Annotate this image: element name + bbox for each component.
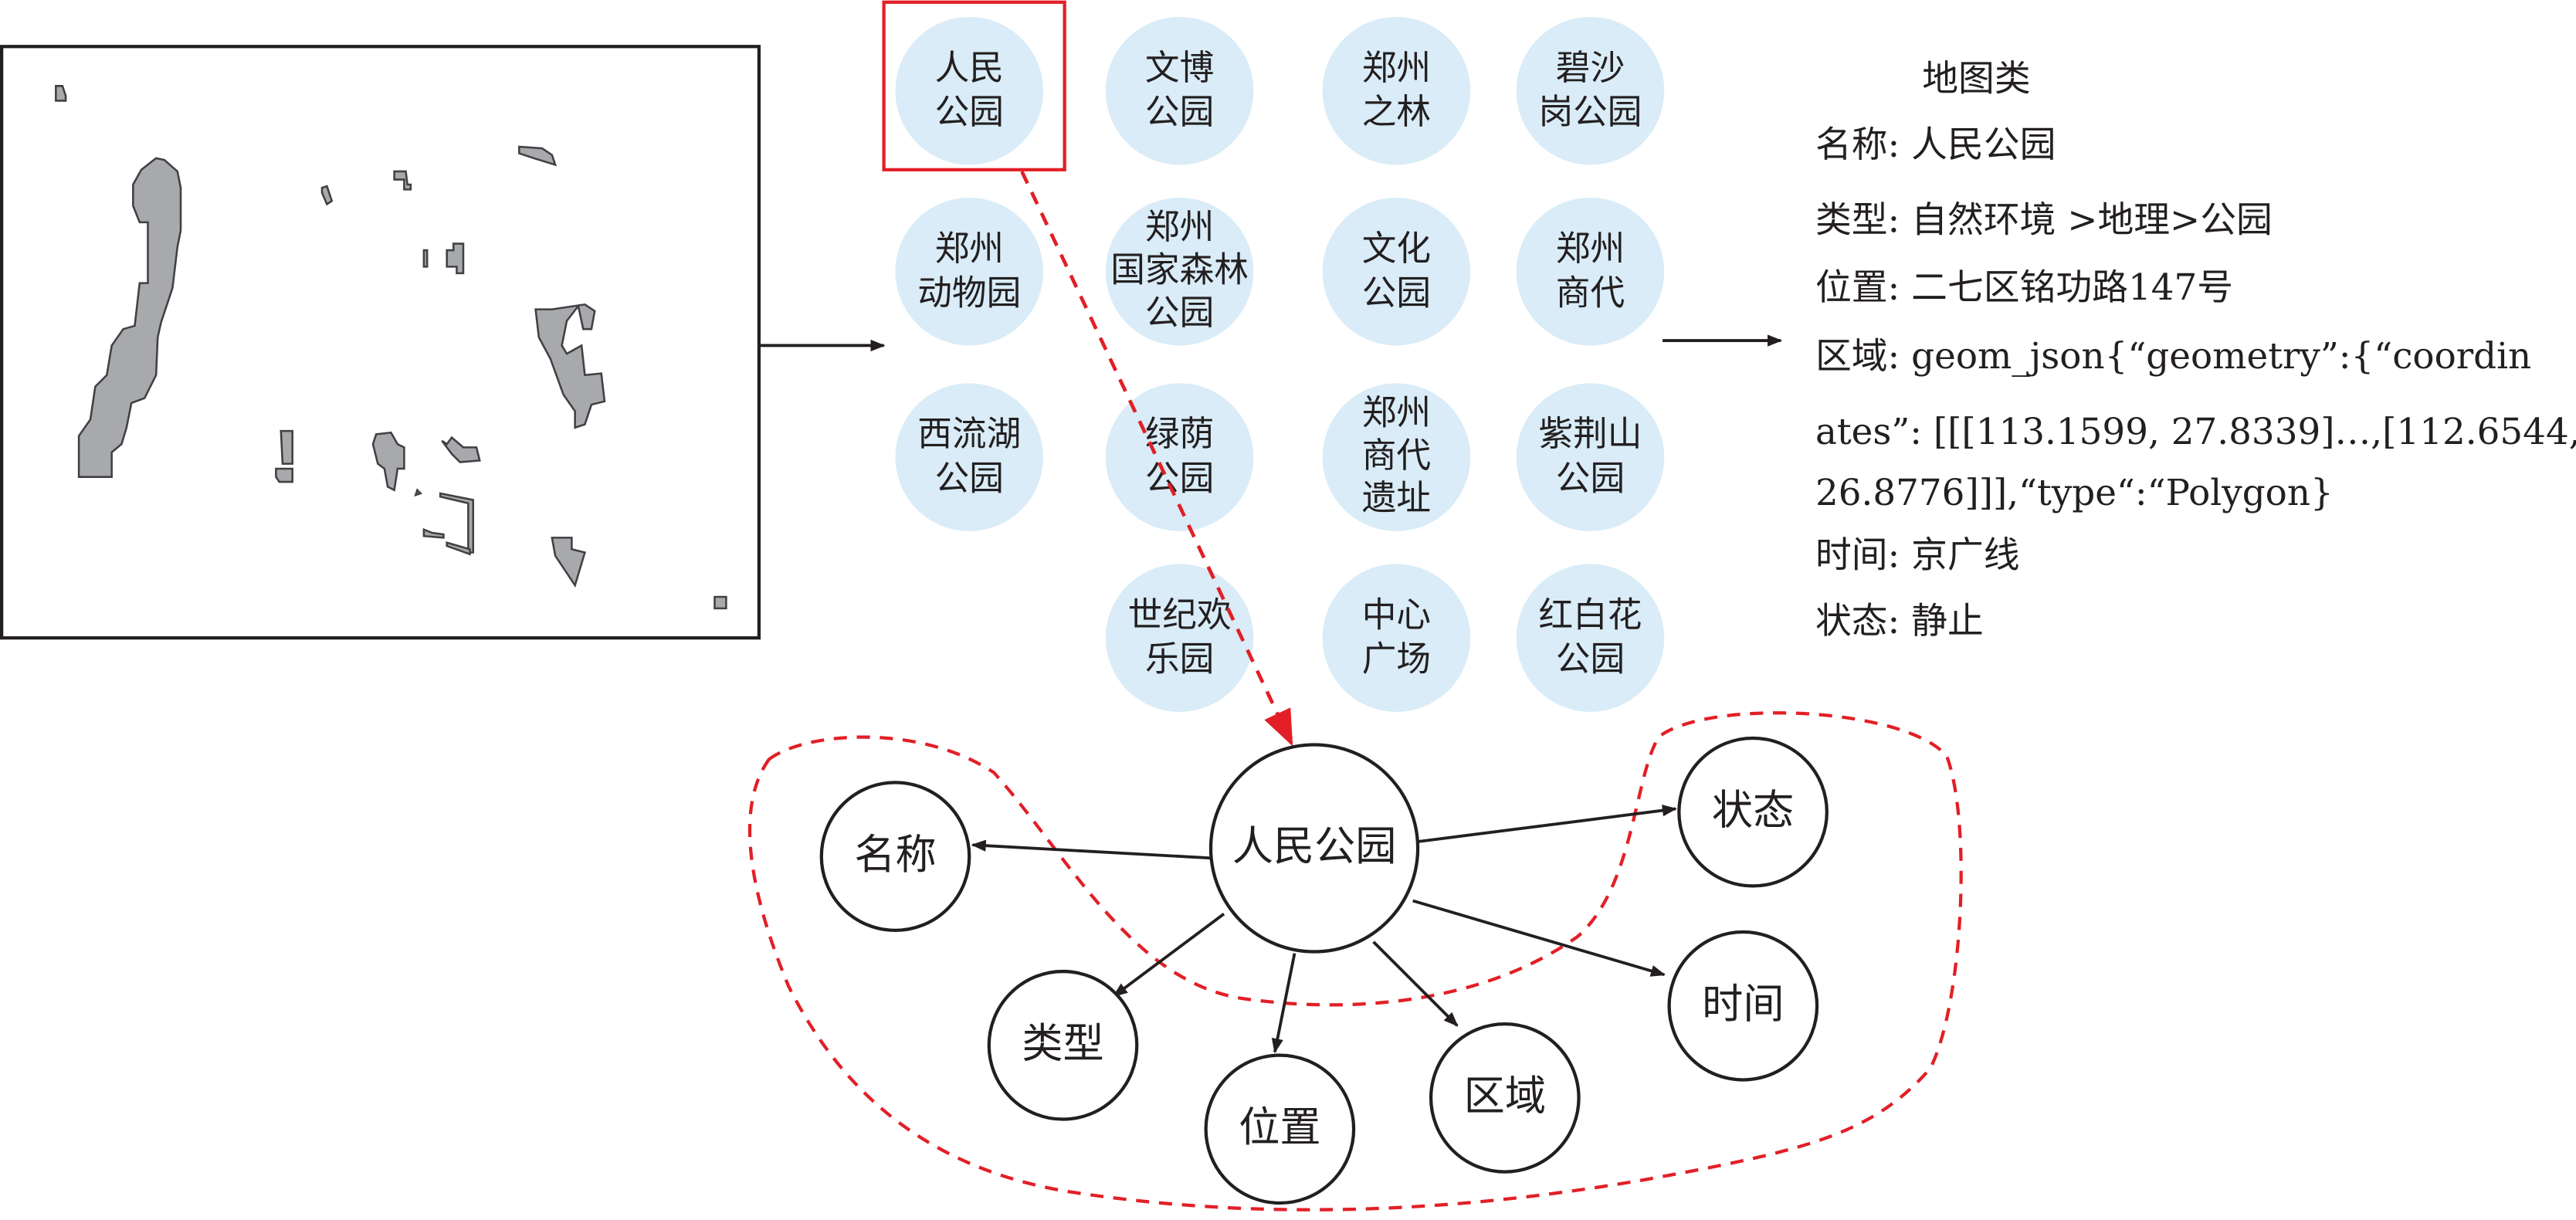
info-line: 26.8776]]],“type“:“Polygon}: [1815, 473, 2334, 514]
poi-node[interactable]: 郑州商代遗址: [1322, 383, 1471, 531]
svg-text:时间: 时间: [1702, 980, 1784, 1028]
attribute-node-name[interactable]: 名称: [819, 781, 971, 932]
svg-text:紫荆山公园: 紫荆山公园: [1538, 414, 1642, 498]
info-line: 状态: 静止: [1815, 601, 1984, 642]
svg-text:名称: 名称: [854, 831, 936, 879]
svg-text:状态: 状态: [1712, 786, 1794, 834]
poi-node[interactable]: 郑州动物园: [895, 197, 1043, 346]
info-line: 时间: 京广线: [1815, 535, 2020, 577]
poi-grid: 人民公园 文博公园 郑州之林 碧沙岗公园 郑州动物园 郑州国家森林公园 文化公园…: [895, 16, 1665, 712]
poi-node[interactable]: 绿荫公园: [1105, 383, 1254, 531]
attribute-group-outline: [747, 711, 1963, 1212]
svg-text:世纪欢乐园: 世纪欢乐园: [1128, 595, 1232, 679]
poi-node[interactable]: 郑州之林: [1322, 16, 1471, 165]
svg-text:区域: 区域: [1464, 1073, 1546, 1120]
selected-poi-highlight: [882, 0, 1066, 171]
poi-node[interactable]: 郑州商代: [1516, 197, 1665, 346]
attribute-node-region[interactable]: 区域: [1429, 1022, 1581, 1174]
attribute-node-location[interactable]: 位置: [1204, 1053, 1356, 1205]
svg-text:郑州之林: 郑州之林: [1362, 48, 1431, 132]
poi-node[interactable]: 文博公园: [1105, 16, 1254, 165]
attribute-node-status[interactable]: 状态: [1677, 736, 1829, 888]
svg-text:红白花公园: 红白花公园: [1538, 595, 1642, 679]
info-line: 区域: geom_json{“geometry”:{“coordin: [1815, 336, 2531, 378]
poi-node[interactable]: 人民公园: [895, 16, 1043, 165]
svg-text:文博公园: 文博公园: [1145, 48, 1214, 132]
svg-text:郑州商代: 郑州商代: [1556, 229, 1625, 313]
svg-text:郑州国家森林公园: 郑州国家森林公园: [1110, 207, 1249, 333]
graph-nodes: 人民公园 名称 类型 位置 区域 时间 状态: [819, 736, 1829, 1205]
poi-node[interactable]: 郑州国家森林公园: [1105, 197, 1254, 346]
poi-node[interactable]: 文化公园: [1322, 197, 1471, 346]
svg-text:人民公园: 人民公园: [935, 48, 1004, 132]
svg-text:绿荫公园: 绿荫公园: [1145, 414, 1214, 498]
poi-node[interactable]: 西流湖公园: [895, 383, 1043, 531]
svg-text:文化公园: 文化公园: [1362, 229, 1431, 313]
info-line: 类型: 自然环境 >地理>公园: [1815, 200, 2273, 242]
svg-text:郑州动物园: 郑州动物园: [917, 229, 1021, 313]
poi-node[interactable]: 紫荆山公园: [1516, 383, 1665, 531]
info-line: ates”: [[[113.1599, 27.8339]…,[112.6544,: [1815, 412, 2576, 453]
svg-text:人民公园: 人民公园: [1232, 822, 1397, 870]
info-title: 地图类: [1922, 59, 2030, 100]
park-polygons: [55, 85, 727, 610]
svg-text:中心广场: 中心广场: [1362, 595, 1431, 679]
svg-text:碧沙岗公园: 碧沙岗公园: [1538, 48, 1642, 132]
map-panel: [0, 45, 761, 640]
svg-text:西流湖公园: 西流湖公园: [917, 414, 1021, 498]
attribute-node-time[interactable]: 时间: [1667, 930, 1819, 1082]
center-entity-node[interactable]: 人民公园: [1208, 743, 1420, 954]
info-line: 位置: 二七区铭功路147号: [1815, 267, 2233, 309]
graph-edges: [971, 805, 1678, 1054]
info-panel: 地图类 名称: 人民公园 类型: 自然环境 >地理>公园 位置: 二七区铭功路1…: [1815, 59, 2576, 642]
info-line: 名称: 人民公园: [1815, 124, 2056, 166]
poi-node[interactable]: 碧沙岗公园: [1516, 16, 1665, 165]
svg-text:类型: 类型: [1022, 1019, 1103, 1067]
svg-text:郑州商代遗址: 郑州商代遗址: [1362, 393, 1431, 519]
poi-node[interactable]: 中心广场: [1322, 564, 1471, 712]
svg-text:位置: 位置: [1239, 1103, 1320, 1151]
attribute-node-type[interactable]: 类型: [987, 969, 1139, 1121]
poi-node[interactable]: 红白花公园: [1516, 564, 1665, 712]
poi-node[interactable]: 世纪欢乐园: [1105, 564, 1254, 712]
